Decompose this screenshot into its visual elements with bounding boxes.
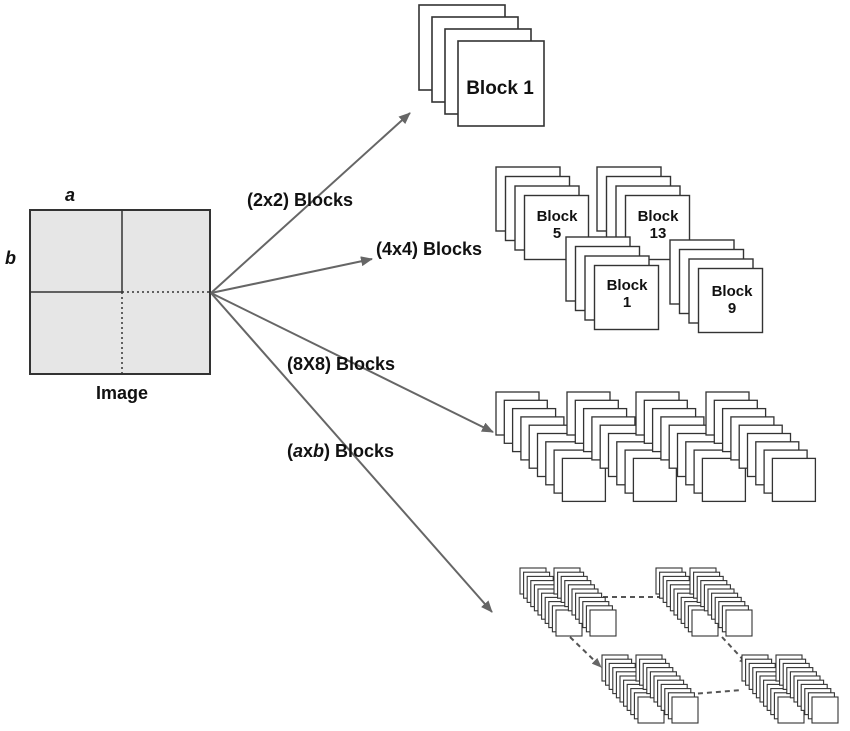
stack-axb-br-b-card <box>811 696 839 724</box>
label-4x4-blocks: (4x4) Blocks <box>376 239 482 259</box>
stack-8x8-0-card <box>561 457 607 503</box>
stack-4x4 <box>495 166 764 334</box>
stack-4x4-bl-card <box>593 264 660 331</box>
arrow-axb <box>210 292 493 613</box>
stack-axb-bl-b-card <box>671 696 699 724</box>
arrow-8x8 <box>210 292 494 433</box>
source-image: a b Image <box>5 185 211 403</box>
stack-2x2-label: Block 1 <box>466 78 534 99</box>
stack-axb <box>519 567 839 724</box>
image-caption: Image <box>96 383 148 403</box>
stack-8x8-3-card <box>771 457 817 503</box>
dim-b-label: b <box>5 248 16 268</box>
label-axb-blocks: (axb) Blocks <box>287 441 394 461</box>
branch-arrows <box>210 112 494 613</box>
connector-left-diag <box>569 636 602 668</box>
arrow-2x2 <box>210 112 411 294</box>
stack-4x4-br-card <box>697 267 764 334</box>
stack-8x8-2-card <box>701 457 747 503</box>
stack-2x2-card <box>457 40 545 127</box>
stack-axb-tl-b-card <box>589 609 617 637</box>
arrow-4x4 <box>210 256 373 294</box>
stack-8x8 <box>495 391 817 503</box>
stack-axb-tr-b-card <box>725 609 753 637</box>
stack-2x2 <box>418 4 545 127</box>
dim-a-label: a <box>65 185 75 205</box>
label-2x2-blocks: (2x2) Blocks <box>247 190 353 210</box>
label-8x8-blocks: (8X8) Blocks <box>287 354 395 374</box>
